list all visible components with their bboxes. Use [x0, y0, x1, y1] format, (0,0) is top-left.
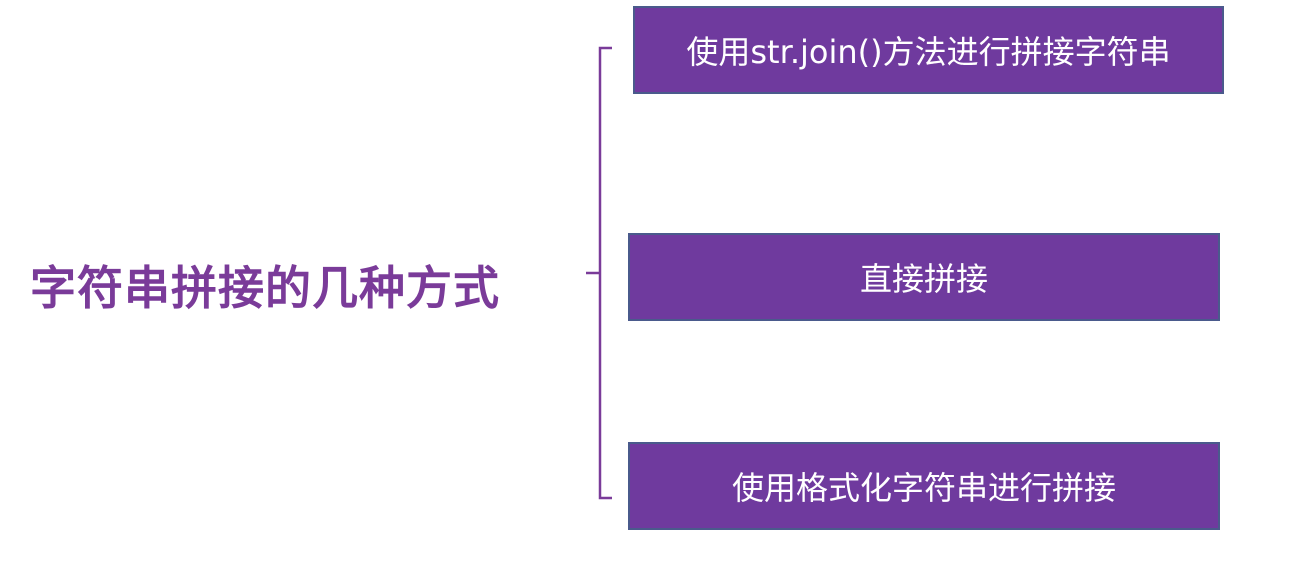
branch-node-2-label: 直接拼接 — [859, 260, 988, 298]
branch-node-2: 直接拼接 — [628, 233, 1220, 321]
branch-node-3: 使用格式化字符串进行拼接 — [628, 442, 1220, 530]
branch-node-1: 使用str.join()方法进行拼接字符串 — [633, 6, 1224, 94]
branch-node-3-label: 使用格式化字符串进行拼接 — [731, 469, 1116, 507]
root-topic-label: 字符串拼接的几种方式 — [30, 261, 500, 315]
bracket-line — [598, 46, 612, 500]
branch-node-1-label: 使用str.join()方法进行拼接字符串 — [686, 33, 1171, 71]
